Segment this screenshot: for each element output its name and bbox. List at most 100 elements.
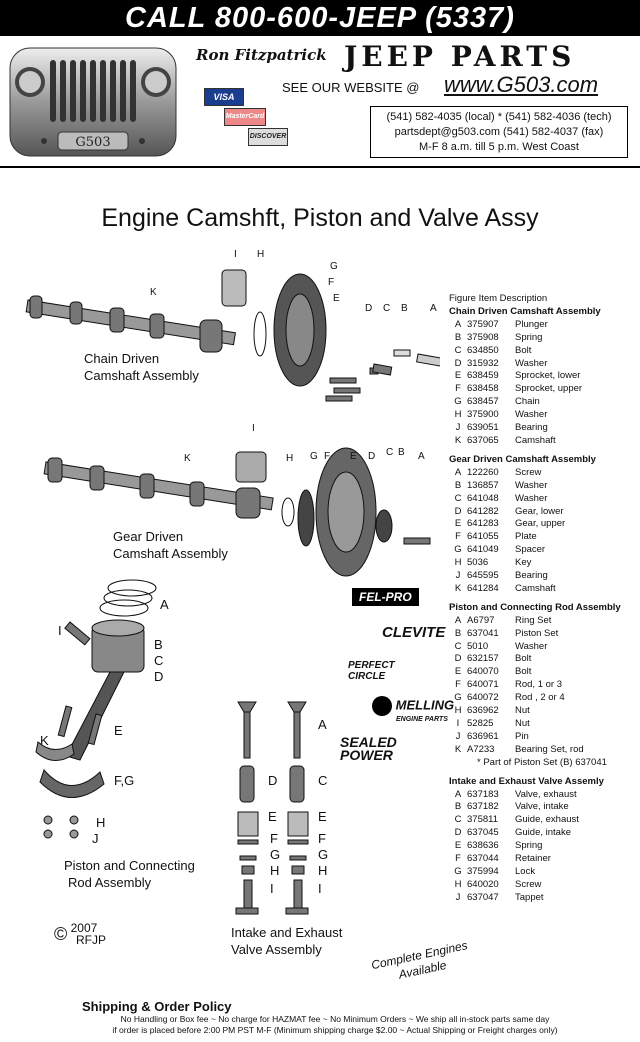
part-description: Nut: [515, 705, 530, 717]
callout-k: K: [150, 287, 157, 298]
callout-b: B: [154, 637, 163, 652]
item-letter: C: [454, 492, 462, 504]
parts-diagram: [25, 269, 440, 915]
part-description: Bolt: [515, 666, 532, 678]
callout-k: K: [40, 733, 49, 748]
callout-f: F: [318, 831, 326, 846]
item-letter: E: [454, 666, 462, 678]
section-title: Chain Driven Camshaft Assembly: [449, 305, 601, 317]
contact-phones: (541) 582-4035 (local) * (541) 582-4036 …: [386, 111, 612, 123]
mastercard-card: MasterCard: [224, 108, 266, 126]
callout-f: F: [324, 451, 331, 462]
part-description: Gear, upper: [515, 518, 566, 530]
item-letter: F: [455, 383, 461, 395]
callout-d: D: [154, 669, 164, 684]
part-number: 637065: [467, 434, 499, 446]
melling-circle-icon: [372, 696, 392, 716]
contact-hours: M-F 8 a.m. till 5 p.m. West Coast: [419, 141, 579, 153]
part-number: A6797: [467, 614, 495, 626]
part-description: Plunger: [515, 318, 548, 330]
jeep-grille-logo: G503: [9, 47, 177, 157]
section-title: Gear Driven Camshaft Assembly: [449, 453, 596, 465]
item-letter: F: [455, 531, 461, 543]
part-number: 640070: [467, 666, 499, 678]
part-description: Valve, intake: [515, 801, 569, 813]
gear-camshaft-drawing: [43, 447, 431, 577]
part-description: Washer: [515, 640, 548, 652]
part-number: 637045: [467, 827, 499, 839]
perfect-circle-logo: PERFECT CIRCLE: [348, 660, 395, 682]
part-number: 637183: [467, 788, 499, 800]
section-title: Piston and Connecting Rod Assembly: [449, 601, 621, 613]
callout-d: D: [365, 303, 373, 314]
part-number: 637044: [467, 853, 499, 865]
callout-e: E: [350, 451, 357, 462]
callout-c: C: [318, 773, 328, 788]
item-letter: A: [454, 788, 462, 800]
part-number: 632157: [467, 653, 499, 665]
part-description: Key: [515, 557, 532, 569]
item-letter: J: [455, 730, 461, 742]
item-letter: A: [454, 466, 462, 478]
part-number: 636962: [467, 705, 499, 717]
part-number: 641284: [467, 582, 499, 594]
part-description: Guide, exhaust: [515, 814, 579, 826]
valve-drawing: [235, 701, 309, 915]
callout-h: H: [96, 815, 106, 830]
item-letter: G: [454, 865, 462, 877]
part-number: 636961: [467, 730, 499, 742]
part-description: Screw: [515, 878, 542, 890]
callout-h: H: [257, 249, 265, 260]
table-row: A 637183 Valve, exhaust: [449, 789, 639, 802]
website-link[interactable]: www.G503.com: [444, 72, 599, 97]
item-letter: F: [455, 679, 461, 691]
table-row: C 5010 Washer: [449, 641, 639, 654]
item-letter: H: [454, 557, 462, 569]
part-description: Valve, exhaust: [515, 788, 577, 800]
part-number: 5010: [467, 640, 489, 652]
callout-e: E: [318, 809, 327, 824]
item-letter: B: [454, 627, 462, 639]
part-description: Guide, intake: [515, 827, 571, 839]
item-letter: E: [454, 840, 462, 852]
part-number: 641048: [467, 492, 499, 504]
part-number: 638459: [467, 370, 499, 382]
callout-c: C: [386, 447, 394, 458]
part-number: 641283: [467, 518, 499, 530]
part-number: 638458: [467, 383, 499, 395]
section-title: Intake and Exhaust Valve Assemly: [449, 775, 604, 787]
item-letter: A: [454, 318, 462, 330]
visa-card: VISA: [204, 88, 244, 106]
callout-h: H: [286, 453, 294, 464]
callout-h: H: [318, 863, 328, 878]
chain-camshaft-drawing: [25, 269, 440, 402]
part-number: 375994: [467, 865, 499, 877]
sealed-power-logo: SEALED POWER: [340, 734, 397, 763]
callout-e: E: [114, 723, 123, 738]
part-number: 645595: [467, 570, 499, 582]
callout-g: G: [310, 451, 318, 462]
item-letter: C: [454, 640, 462, 652]
contact-email-fax[interactable]: partsdept@g503.com (541) 582-4037 (fax): [394, 126, 604, 138]
part-number: 122260: [467, 466, 499, 478]
part-description: Rod , 2 or 4: [515, 692, 565, 704]
callout-e: E: [333, 293, 340, 304]
